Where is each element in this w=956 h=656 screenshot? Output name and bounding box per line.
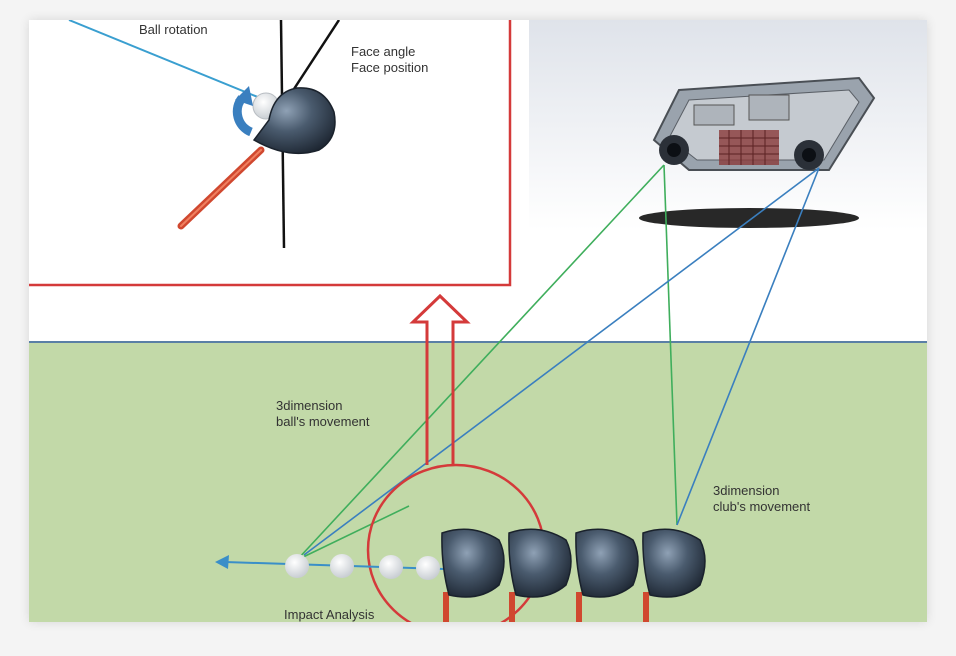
impact-analysis-label: Impact Analysis — [284, 607, 375, 622]
diagram-svg: Ball rotation Face angle Face position — [29, 20, 927, 622]
ball-position-1 — [285, 554, 309, 578]
face-position-label: Face position — [351, 60, 428, 75]
club-position-2 — [508, 528, 572, 622]
ball-tracking-rays — [296, 164, 678, 561]
ball-position-2 — [330, 554, 354, 578]
ball-movement-label-line1: 3dimension — [276, 398, 343, 413]
upward-arrow-icon — [409, 293, 471, 465]
sensor-shadow — [639, 208, 859, 228]
left-arrow-icon — [215, 555, 229, 569]
club-head-icon — [252, 87, 336, 155]
rotation-arrow-icon — [232, 95, 254, 137]
sensor-device — [529, 20, 927, 230]
club-position-1 — [441, 528, 505, 622]
club-tracking-rays — [303, 167, 820, 556]
diagram-card: Ball rotation Face angle Face position — [29, 20, 927, 622]
club-movement-label-line2: club's movement — [713, 499, 811, 514]
ball-movement-label-line2: ball's movement — [276, 414, 370, 429]
club-position-3 — [575, 528, 639, 622]
ball-position-3 — [379, 555, 403, 579]
ball-rotation-label: Ball rotation — [139, 22, 208, 37]
club-movement-label-line1: 3dimension — [713, 483, 780, 498]
inset-box: Ball rotation Face angle Face position — [29, 20, 512, 287]
ball-position-4 — [416, 556, 440, 580]
club-position-4 — [642, 528, 706, 622]
face-angle-label: Face angle — [351, 44, 415, 59]
